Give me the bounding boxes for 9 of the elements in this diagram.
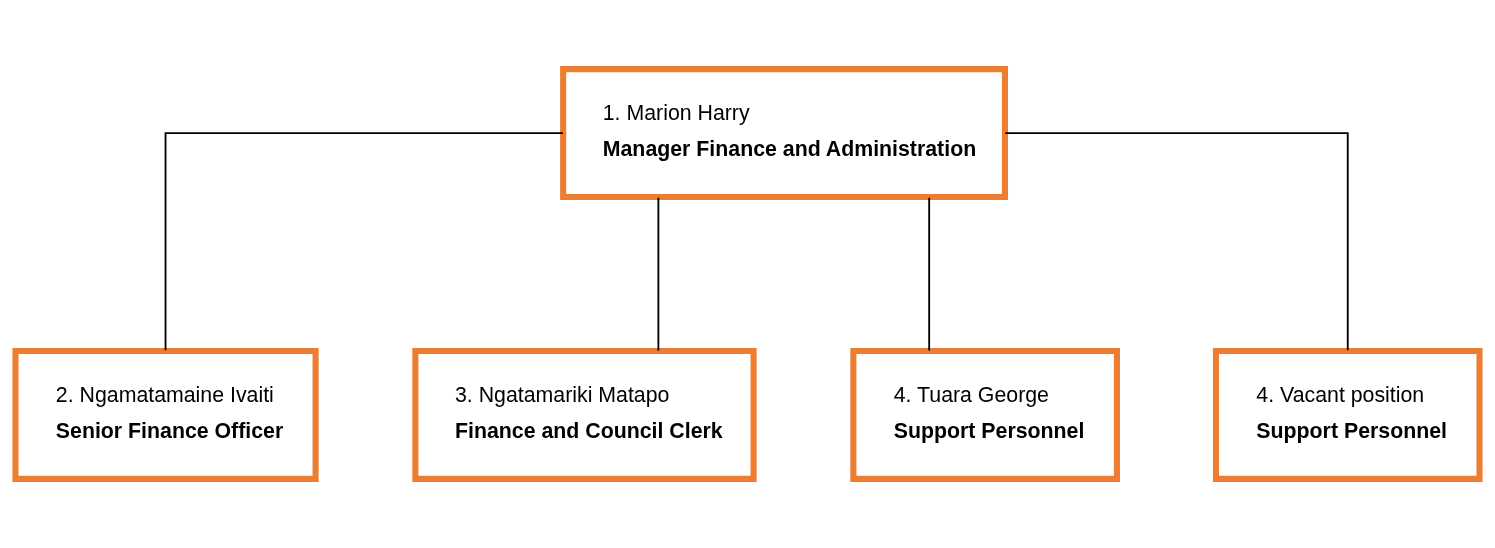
node-box: 1. Marion Harry Manager Finance and Administration bbox=[560, 66, 1008, 201]
node-box: 4. Vacant position Support Personnel bbox=[1212, 347, 1483, 482]
connector bbox=[164, 132, 564, 352]
connector bbox=[1004, 132, 1349, 352]
node-box: 4. Tuara George Support Personnel bbox=[850, 347, 1120, 482]
connector bbox=[657, 196, 660, 352]
connector bbox=[928, 196, 931, 352]
node-box: 2. Ngamatamaine Ivaiti Senior Finance Officer bbox=[12, 347, 319, 482]
node-box: 3. Ngatamariki Matapo Finance and Council Clerk bbox=[412, 347, 757, 482]
